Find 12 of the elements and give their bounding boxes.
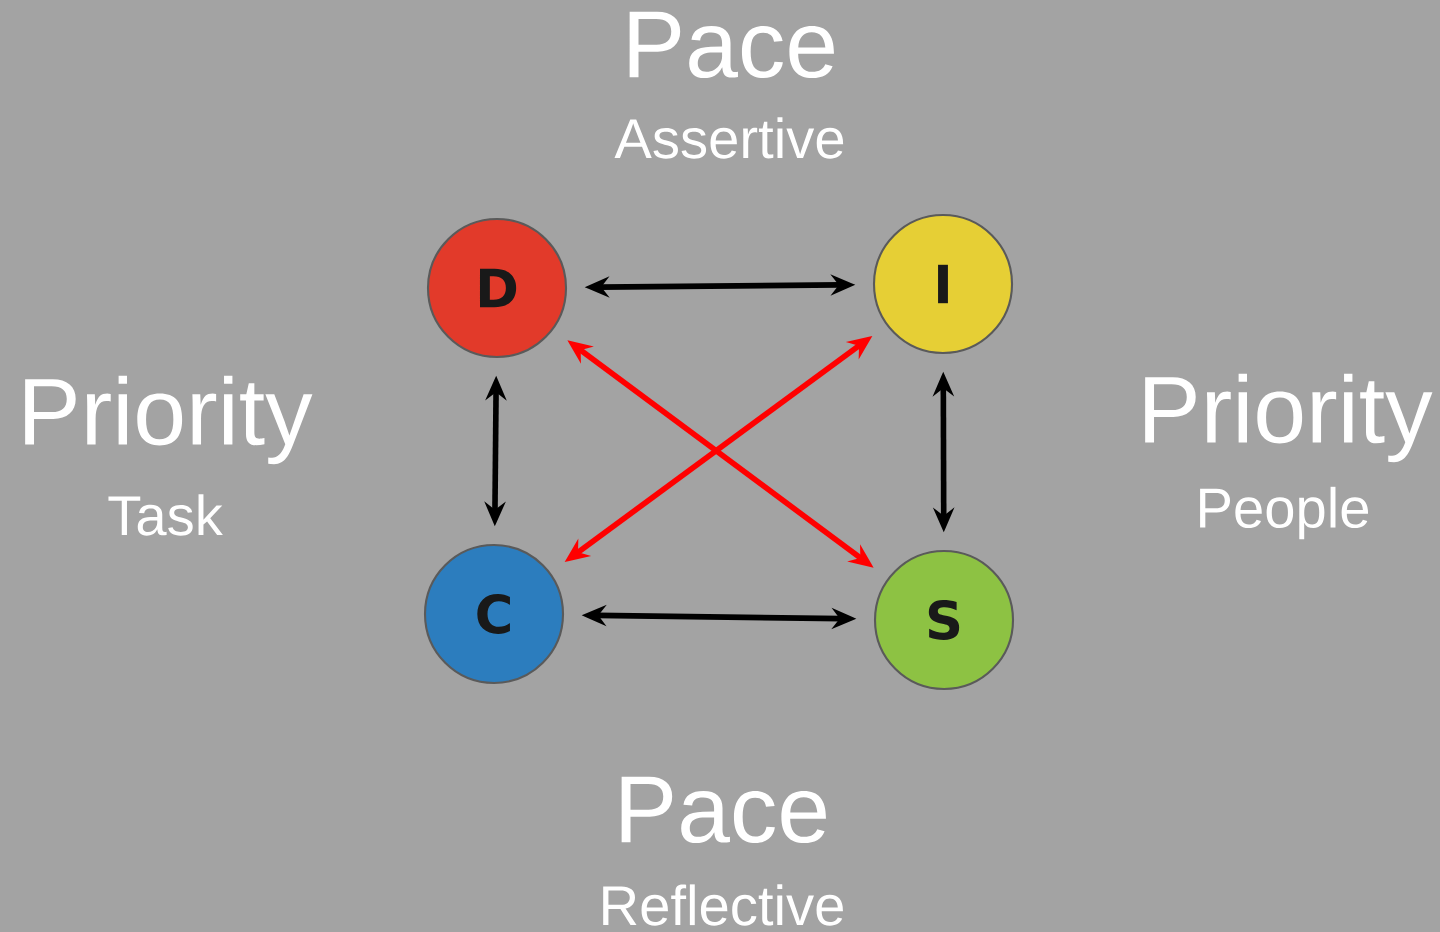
ball: I xyxy=(872,213,1014,355)
subheading: Task xyxy=(108,494,223,536)
subheading: People xyxy=(1200,486,1368,540)
subheading: Assertive xyxy=(614,117,844,159)
ball: C xyxy=(423,543,565,685)
heading: Priority xyxy=(1145,373,1433,463)
ball: S xyxy=(873,549,1015,691)
heading: Pace xyxy=(629,11,834,79)
ball: D xyxy=(426,217,568,359)
heading: Priority xyxy=(25,375,313,465)
subheading: Reflective xyxy=(603,884,843,926)
heading: Pace xyxy=(621,776,826,844)
